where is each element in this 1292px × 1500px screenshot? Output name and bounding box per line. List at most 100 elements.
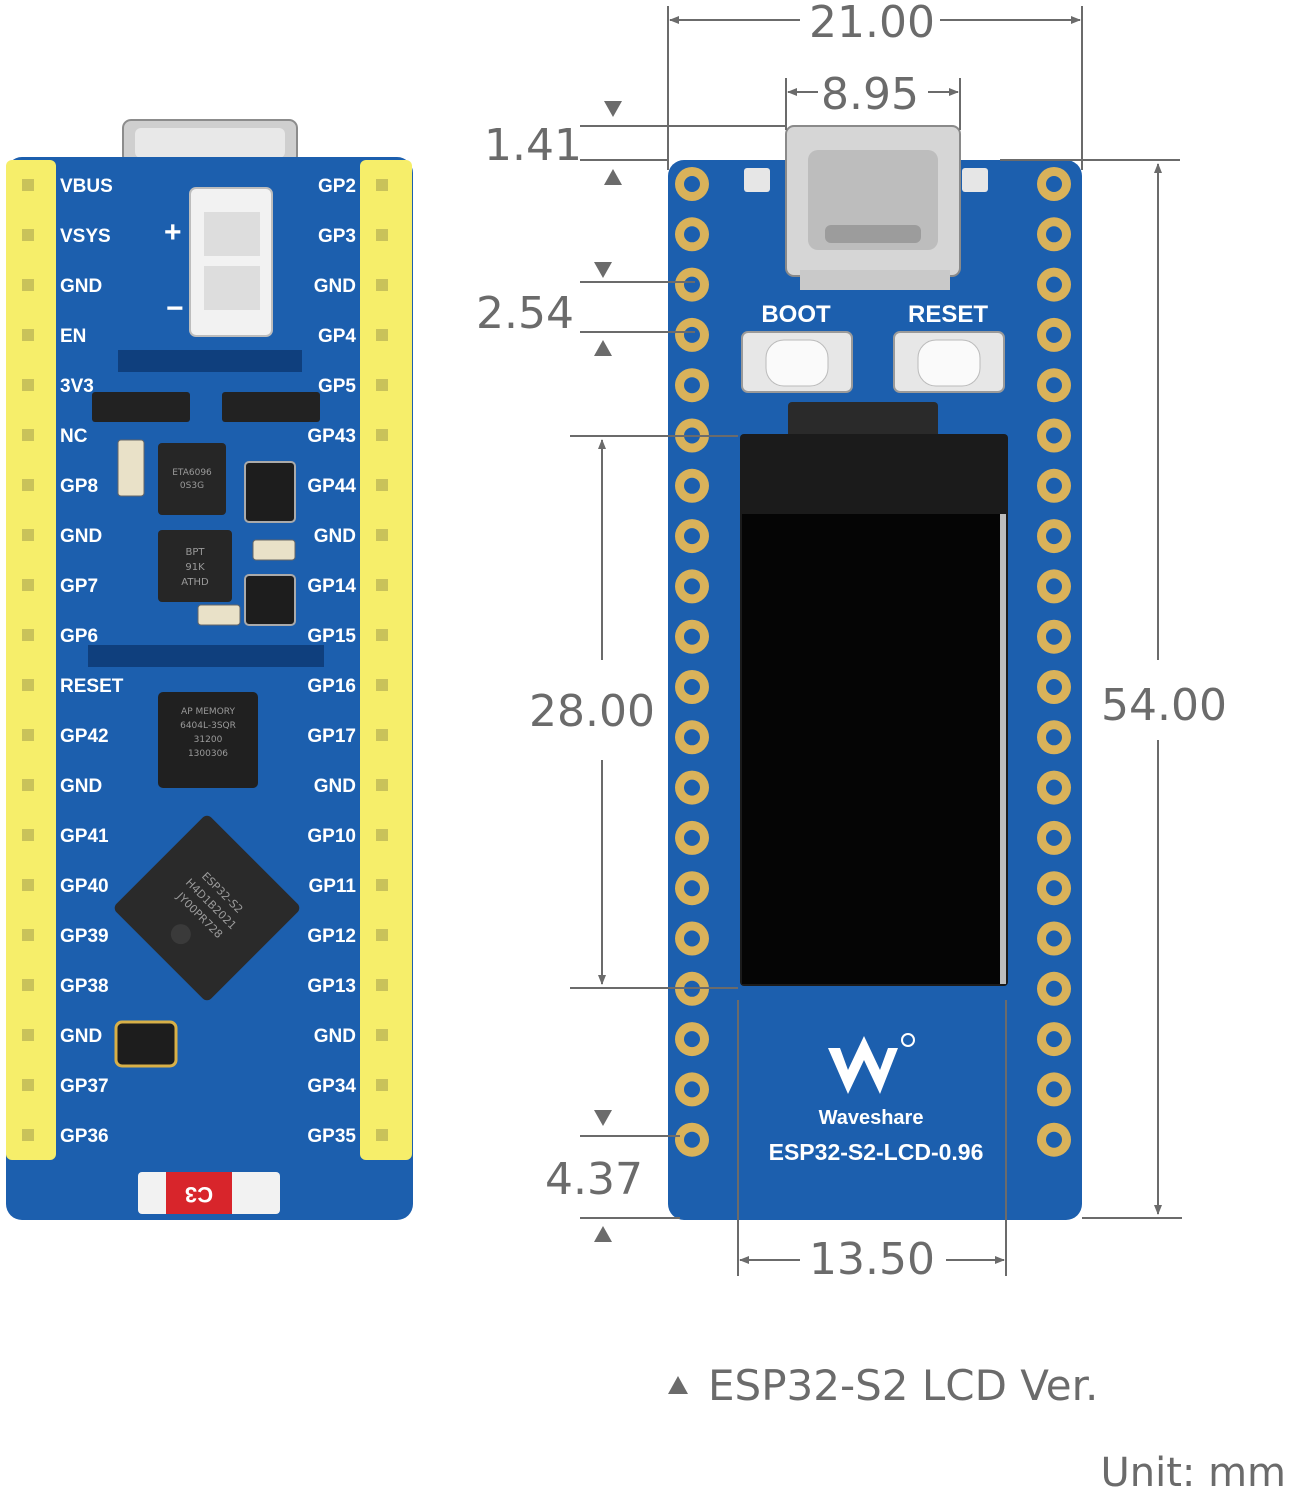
pad-hole [684,176,700,192]
left-pin-label: NC [60,426,88,447]
caption-triangle-icon [668,1376,688,1394]
header-pin [376,429,388,441]
right-pin-label: GND [314,776,356,797]
left-pin-label: GND [60,776,102,797]
dim-usb-width: 8.95 [821,69,919,120]
header-pin [22,279,34,291]
passive-component-row [88,350,324,667]
right-pin-label: GP15 [307,626,356,647]
right-pin-label: GP16 [307,676,356,697]
right-pin-label: GP43 [307,426,356,447]
left-pin-label: GP7 [60,576,98,597]
reset-button[interactable] [893,331,1005,393]
pad-hole [1046,528,1062,545]
right-pin-header [360,160,412,1160]
left-pcb [6,157,413,1220]
header-pin [22,779,34,791]
crystal [114,1020,178,1068]
left-pin-label: GP6 [60,626,98,647]
header-pin [22,829,34,841]
unit-label: Unit: mm [1100,1450,1286,1496]
esp32-s2-chip: ESP32-S2 H4D1B2021 JY00PR728 [114,815,300,1001]
pad-hole [684,377,700,394]
pad-hole [684,1031,700,1048]
pad-hole [1046,779,1062,796]
pad-hole [684,729,700,746]
pad-hole [684,226,700,243]
pad-hole [1046,276,1062,293]
header-pin [376,179,388,191]
header-pin [376,1129,388,1141]
left-board: VBUSVSYSGNDEN3V3NCGP8GNDGP7GP6RESETGP42G… [6,119,413,1220]
usb-c-receptacle [785,125,961,290]
svg-text:ETA6096: ETA6096 [172,468,212,478]
pad-hole [1046,1031,1062,1048]
pad-hole [684,1081,700,1098]
header-pin [22,679,34,691]
right-pin-labels: GP2GP3GNDGP4GP5GP43GP44GNDGP14GP15GP16GP… [307,176,356,1147]
right-pin-label: GP34 [307,1076,356,1097]
header-pin [22,1129,34,1141]
right-pin-label: GND [314,1026,356,1047]
pad-hole [684,326,700,343]
right-pin-label: GP5 [318,376,356,397]
pad-hole [1046,679,1062,695]
boot-button[interactable] [741,331,853,393]
svg-text:BPT: BPT [186,547,206,558]
left-pin-labels: VBUSVSYSGNDEN3V3NCGP8GNDGP7GP6RESETGP42G… [60,176,124,1147]
pad-hole [684,528,700,545]
header-pin [22,329,34,341]
model-name: ESP32-S2-LCD-0.96 [769,1139,984,1165]
header-pin [22,479,34,491]
svg-text:AP MEMORY: AP MEMORY [181,707,235,717]
header-pin [376,1079,388,1091]
header-pin [22,929,34,941]
pad-hole [684,276,700,293]
antenna-label: C3 [185,1182,213,1207]
left-pin-label: GND [60,276,102,297]
right-pin-label: GP35 [307,1126,356,1147]
right-pin-label: GND [314,526,356,547]
header-pin [376,679,388,691]
header-pin [22,529,34,541]
left-pin-label: GP37 [60,1076,109,1097]
left-pin-label: VBUS [60,176,113,197]
pad-hole [1046,880,1062,897]
header-pin [376,729,388,741]
right-pin-label: GP13 [307,976,356,997]
left-pin-label: 3V3 [60,376,94,397]
right-board: BOOT RESET Waveshare ESP32-S2-LCD-0.96 [668,125,1082,1220]
svg-text:0S3G: 0S3G [180,481,204,491]
right-pin-label: GP12 [307,926,356,947]
svg-text:91K: 91K [185,562,205,573]
header-pin [376,229,388,241]
header-pin [22,379,34,391]
dim-board-width: 21.00 [809,0,935,48]
charger-ic: ETA6096 0S3G [158,443,226,515]
header-pin [376,579,388,591]
header-pin [376,379,388,391]
header-pin [22,979,34,991]
pad-hole [684,477,700,494]
pad-hole [684,628,700,645]
right-pin-label: GP14 [307,576,356,597]
header-pin [376,779,388,791]
dimension-triangles [594,101,622,1242]
pad-hole [1046,729,1062,746]
svg-text:1300306: 1300306 [188,749,228,759]
lcd-screen [740,402,1008,986]
pad-hole [684,578,700,595]
left-pin-label: VSYS [60,226,111,247]
header-pin [376,829,388,841]
svg-text:6404L-3SQR: 6404L-3SQR [180,721,236,731]
header-pin [22,579,34,591]
dim-lcd-width: 13.50 [809,1234,935,1285]
battery-connector [189,187,273,337]
right-pin-label: GP17 [307,726,356,747]
reset-label: RESET [908,301,988,328]
battery-plus-sign: + [164,216,182,249]
boot-label: BOOT [761,301,831,328]
pad-hole [1046,1131,1062,1148]
right-pin-label: GP3 [318,226,356,247]
